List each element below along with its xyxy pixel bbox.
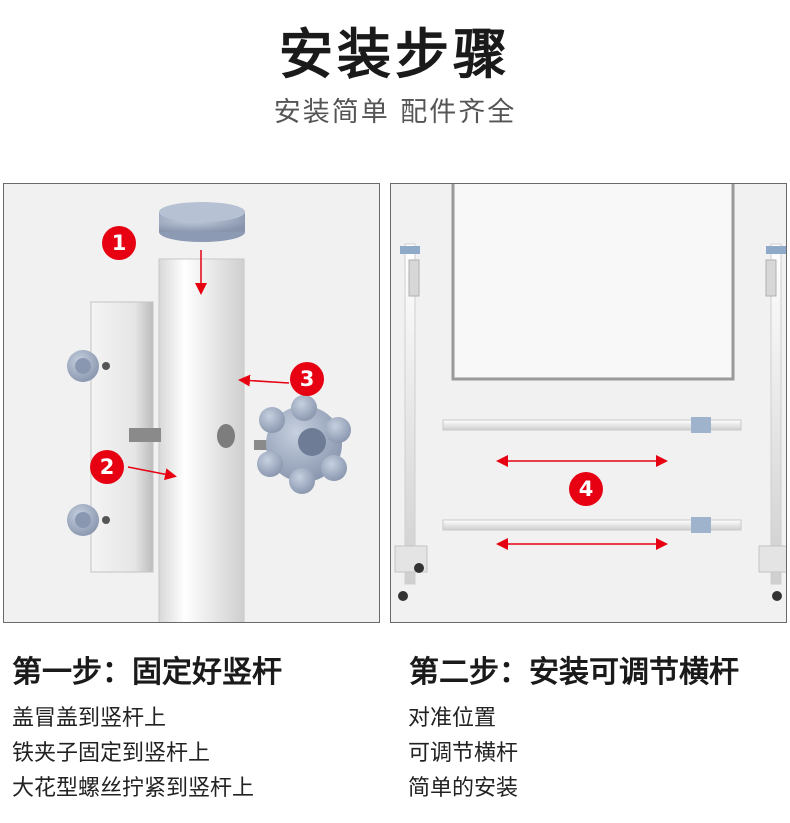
step2-line: 简单的安装 [408, 776, 519, 801]
wheel-icon [414, 563, 424, 573]
flower-knob-icon [254, 395, 351, 494]
step-marker-1: 1 [102, 226, 136, 260]
adjustable-crossbar [442, 519, 742, 531]
tube-hole [217, 424, 235, 448]
small-knob-icon [67, 504, 99, 536]
step2-illustration: 4 [390, 183, 787, 623]
whiteboard [451, 184, 735, 381]
adjustable-crossbar [442, 419, 742, 431]
step1-line: 铁夹子固定到竖杆上 [12, 741, 211, 766]
step2-line: 可调节横杆 [408, 741, 519, 766]
tube-cap-top [159, 202, 245, 222]
arrow-icon [238, 374, 290, 387]
step2-heading: 第二步：安装可调节横杆 [409, 655, 739, 690]
step2-line: 对准位置 [408, 706, 497, 731]
step1-description: 盖冒盖到竖杆上 铁夹子固定到竖杆上 大花型螺丝拧紧到竖杆上 [12, 701, 254, 806]
step1-heading: 第一步：固定好竖杆 [12, 655, 282, 690]
wheel-icon [772, 591, 782, 601]
step1-line: 大花型螺丝拧紧到竖杆上 [12, 776, 255, 801]
step-marker-2: 2 [90, 450, 124, 484]
page-subtitle: 安装简单 配件齐全 [273, 97, 517, 128]
step1-drawing [67, 202, 351, 622]
arrow-icon [127, 466, 177, 481]
step2-drawing [394, 184, 786, 601]
step2-description: 对准位置 可调节横杆 简单的安装 [408, 701, 518, 806]
step-marker-3: 3 [290, 362, 324, 396]
step1-illustration: 1 2 3 [3, 183, 380, 623]
left-upright [404, 243, 416, 585]
step-marker-4: 4 [569, 472, 603, 506]
foot [758, 545, 786, 573]
bolt-icon [129, 428, 161, 442]
step1-line: 盖冒盖到竖杆上 [12, 706, 167, 731]
page-title: 安装步骤 [279, 22, 511, 86]
right-upright [770, 243, 782, 585]
wheel-icon [398, 591, 408, 601]
small-knob-icon [67, 350, 99, 382]
